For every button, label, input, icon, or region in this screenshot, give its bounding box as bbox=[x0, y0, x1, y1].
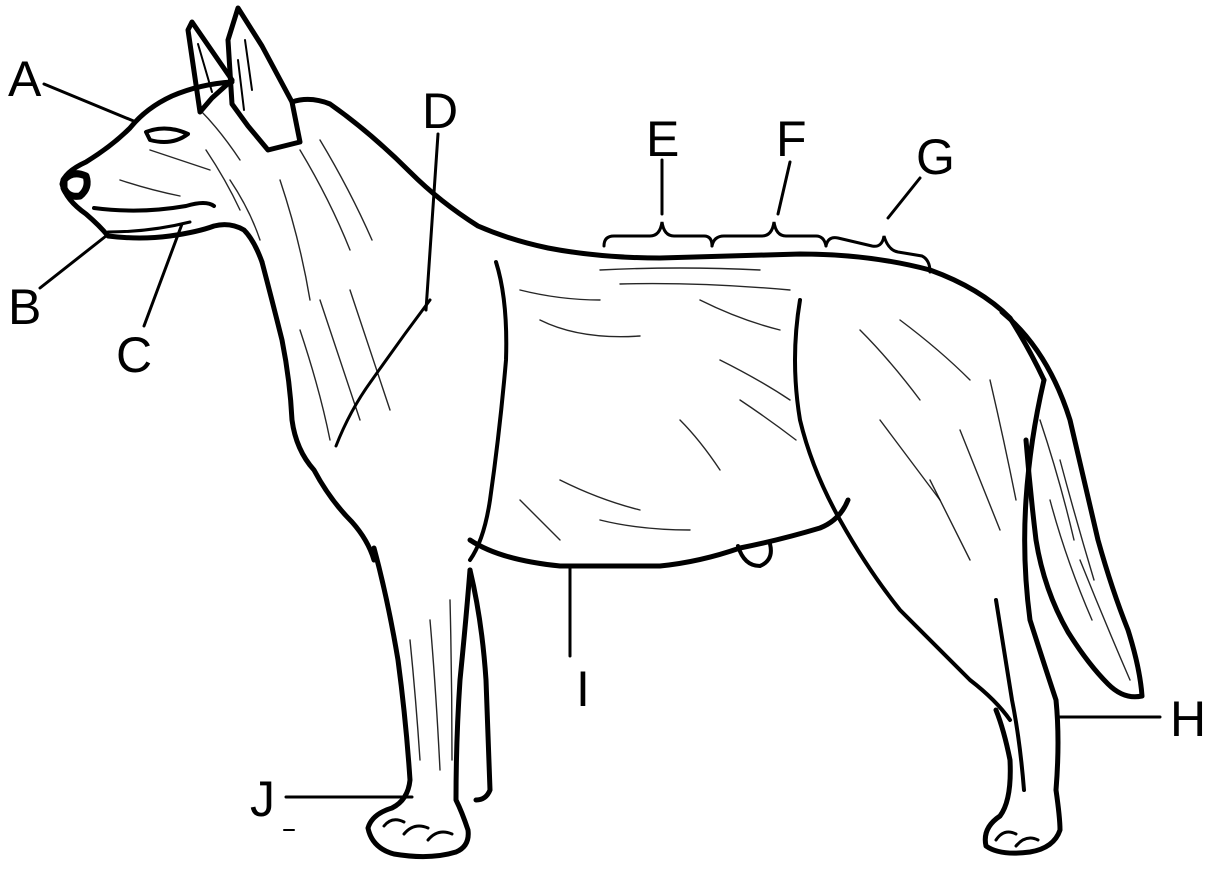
dog-front-paw-toes bbox=[384, 820, 452, 840]
dog-rear-ear bbox=[188, 22, 232, 112]
label-g: G bbox=[916, 129, 955, 185]
label-b: B bbox=[8, 279, 41, 335]
dog-mouth-line bbox=[94, 203, 214, 211]
label-e: E bbox=[646, 111, 679, 167]
dog-shoulder-contour bbox=[470, 262, 506, 560]
dog-head-outline bbox=[62, 82, 262, 262]
dog-belly bbox=[470, 500, 848, 566]
dog-ear-inner bbox=[198, 40, 252, 110]
leader-line-a bbox=[44, 84, 136, 122]
label-i: I bbox=[576, 661, 590, 717]
label-f: F bbox=[776, 111, 807, 167]
dog-illustration bbox=[62, 8, 1142, 857]
dog-upper-arm bbox=[336, 300, 430, 446]
leader-line-b bbox=[40, 236, 106, 288]
brace-f bbox=[712, 222, 826, 246]
dog-front-leg-shading bbox=[410, 600, 452, 770]
dog-front-ear bbox=[228, 8, 300, 150]
dog-tail-fur bbox=[1040, 420, 1130, 680]
label-d: D bbox=[422, 83, 458, 139]
brace-e bbox=[604, 222, 712, 246]
dog-front-leg-far bbox=[470, 570, 490, 800]
dog-nose bbox=[64, 174, 87, 197]
dog-lower-jaw bbox=[108, 222, 190, 232]
leader-line-f bbox=[778, 162, 790, 214]
label-j: J bbox=[250, 771, 275, 827]
dog-eye bbox=[146, 128, 188, 142]
dog-thigh bbox=[795, 300, 1010, 720]
dog-body-shading bbox=[120, 110, 1016, 560]
leader-lines bbox=[40, 84, 1160, 830]
leader-line-d bbox=[426, 134, 438, 310]
label-c: C bbox=[116, 327, 152, 383]
dog-front-leg-near bbox=[368, 548, 470, 857]
dog-rear-paw-toes bbox=[996, 832, 1038, 846]
label-h: H bbox=[1170, 691, 1206, 747]
label-a: A bbox=[8, 51, 42, 107]
